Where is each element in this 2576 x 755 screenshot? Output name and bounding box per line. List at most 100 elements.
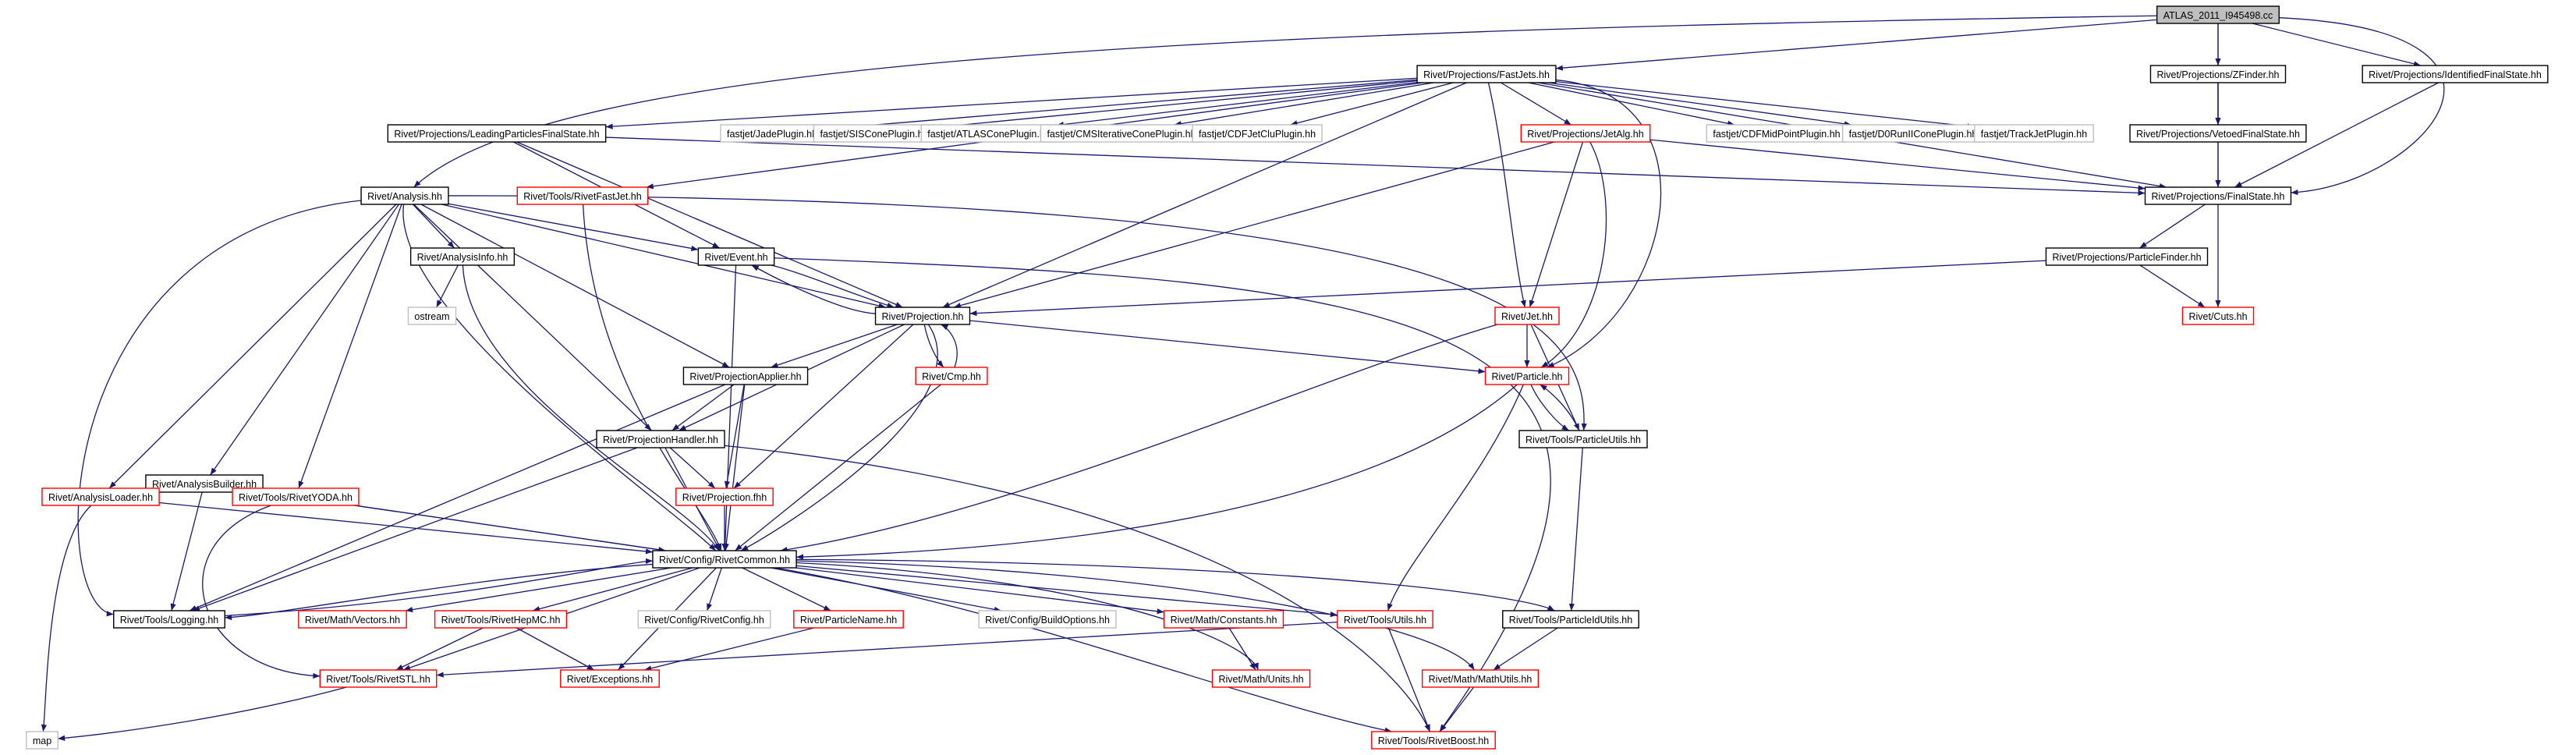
- edge-rivetcommon-to-rivetconfig: [707, 567, 722, 611]
- node-vetoedfs[interactable]: Rivet/Projections/VetoedFinalState.hh: [2129, 124, 2307, 143]
- node-buildopts[interactable]: Rivet/Config/BuildOptions.hh: [978, 610, 1117, 629]
- node-label: Rivet/Exceptions.hh: [567, 674, 654, 685]
- node-label: Rivet/ProjectionHandler.hh: [603, 434, 718, 445]
- node-label: Rivet/Jet.hh: [1501, 311, 1553, 322]
- node-cmp[interactable]: Rivet/Cmp.hh: [915, 367, 988, 385]
- node-box: [2181, 307, 2255, 325]
- node-logging[interactable]: Rivet/Tools/Logging.hh: [113, 610, 225, 629]
- node-box: [1421, 669, 1540, 688]
- node-fastjets[interactable]: Rivet/Projections/FastJets.hh: [1416, 65, 1557, 83]
- edge-analysis-to-anabuilder: [210, 204, 399, 476]
- node-jet[interactable]: Rivet/Jet.hh: [1494, 307, 1560, 325]
- node-label: Rivet/Projections/FinalState.hh: [2152, 191, 2285, 202]
- node-d0run2[interactable]: fastjet/D0RunIIConePlugin.hh: [1841, 124, 1985, 143]
- edge-partfinder-to-cuts: [2139, 264, 2206, 308]
- edge-projection-to-cmp: [923, 324, 944, 368]
- node-rivetstl[interactable]: Rivet/Tools/RivetSTL.hh: [319, 669, 438, 688]
- node-partfinder[interactable]: Rivet/Projections/ParticleFinder.hh: [2045, 247, 2209, 266]
- node-label: Rivet/AnalysisLoader.hh: [48, 492, 153, 503]
- edge-fastjets-to-cdfmid: [1528, 82, 1735, 126]
- node-cdfjetclu[interactable]: fastjet/CDFJetCluPlugin.hh: [1192, 124, 1323, 143]
- node-rivetyoda[interactable]: Rivet/Tools/RivetYODA.hh: [232, 487, 360, 506]
- node-finalstate[interactable]: Rivet/Projections/FinalState.hh: [2144, 186, 2292, 205]
- node-projfhh[interactable]: Rivet/Projection.fhh: [675, 487, 774, 506]
- edge-fastjets-to-trackjet: [1555, 80, 1975, 129]
- node-box: [409, 247, 516, 266]
- node-jetalg[interactable]: Rivet/Projections/JetAlg.hh: [1520, 124, 1651, 143]
- node-exceptions[interactable]: Rivet/Exceptions.hh: [560, 669, 660, 688]
- node-atlascone[interactable]: fastjet/ATLASConePlugin.hh: [920, 124, 1058, 143]
- edge-rivetstl-to-map: [58, 686, 347, 741]
- node-box: [26, 731, 58, 750]
- node-jade[interactable]: fastjet/JadePlugin.hh: [720, 124, 824, 143]
- node-trackjet[interactable]: fastjet/TrackJetPlugin.hh: [1974, 124, 2094, 143]
- node-particle[interactable]: Rivet/Particle.hh: [1484, 367, 1570, 385]
- node-label: Rivet/Math/Vectors.hh: [305, 615, 400, 626]
- node-box: [1518, 430, 1648, 448]
- node-box: [675, 487, 774, 506]
- node-box: [915, 367, 988, 385]
- node-partutils[interactable]: Rivet/Tools/ParticleUtils.hh: [1518, 430, 1648, 448]
- node-analysis[interactable]: Rivet/Analysis.hh: [360, 186, 449, 205]
- edge-analoader-to-rivetcommon: [158, 502, 654, 555]
- edge-fastjets-to-d0run2: [1548, 82, 1851, 127]
- edge-fastjets-to-siscone: [934, 80, 1418, 130]
- node-event[interactable]: Rivet/Event.hh: [697, 247, 775, 266]
- node-map[interactable]: map: [26, 731, 58, 750]
- node-ostream[interactable]: ostream: [407, 307, 457, 325]
- node-rivetfastjet[interactable]: Rivet/Tools/RivetFastJet.hh: [516, 186, 649, 205]
- edge-analysis-to-projhandler: [413, 204, 652, 431]
- node-rivetconfig[interactable]: Rivet/Config/RivetConfig.hh: [637, 610, 771, 629]
- node-cuts[interactable]: Rivet/Cuts.hh: [2181, 307, 2255, 325]
- edge-particle-to-partutils: [1530, 384, 1570, 431]
- node-analoader[interactable]: Rivet/AnalysisLoader.hh: [41, 487, 160, 506]
- edge-rivetcommon-to-partname: [742, 567, 831, 611]
- edge-event-to-projection: [771, 264, 895, 308]
- node-box: [387, 124, 607, 143]
- node-cmsit[interactable]: fastjet/CMSIterativeConePlugin.hh: [1040, 124, 1203, 143]
- node-partname[interactable]: Rivet/ParticleName.hh: [793, 610, 904, 629]
- edge-analoader-to-map: [41, 505, 92, 732]
- node-constants[interactable]: Rivet/Math/Constants.hh: [1163, 610, 1284, 629]
- edges-layer: [41, 15, 2445, 741]
- node-projection[interactable]: Rivet/Projection.hh: [874, 307, 971, 325]
- edge-particle-to-toolsutils: [1387, 384, 1524, 611]
- node-vectors[interactable]: Rivet/Math/Vectors.hh: [298, 610, 407, 629]
- node-box: [407, 307, 457, 325]
- node-identfs[interactable]: Rivet/Projections/IdentifiedFinalState.h…: [2362, 65, 2549, 83]
- node-analysisinfo[interactable]: Rivet/AnalysisInfo.hh: [409, 247, 516, 266]
- node-label: Rivet/Math/Constants.hh: [1171, 615, 1277, 626]
- node-label: Rivet/Math/Units.hh: [1218, 674, 1303, 685]
- node-cdfmid[interactable]: fastjet/CDFMidPointPlugin.hh: [1706, 124, 1848, 143]
- edge-fastjets-to-cdfjetclu: [1290, 82, 1454, 126]
- node-lpfs[interactable]: Rivet/Projections/LeadingParticlesFinalS…: [387, 124, 607, 143]
- node-mathutils[interactable]: Rivet/Math/MathUtils.hh: [1421, 669, 1540, 688]
- node-siscone[interactable]: fastjet/SISConePlugin.hh: [813, 124, 936, 143]
- node-zfinder[interactable]: Rivet/Projections/ZFinder.hh: [2149, 65, 2287, 83]
- edge-projection-to-projapplier: [771, 324, 898, 368]
- edge-projection-to-particle: [969, 320, 1486, 374]
- edge-lpfs-to-finalstate: [605, 136, 2145, 196]
- node-rivetboost[interactable]: Rivet/Tools/RivetBoost.hh: [1371, 731, 1496, 750]
- edge-particle-to-rivetcommon: [796, 384, 1518, 560]
- node-box: [793, 610, 904, 629]
- edge-analysisinfo-to-rivetcommon: [462, 264, 720, 551]
- node-projhandler[interactable]: Rivet/ProjectionHandler.hh: [596, 430, 725, 448]
- node-box: [560, 669, 660, 688]
- node-hepmc[interactable]: Rivet/Tools/RivetHepMC.hh: [434, 610, 568, 629]
- node-partidutils[interactable]: Rivet/Tools/ParticleIdUtils.hh: [1502, 610, 1639, 629]
- node-label: Rivet/Projection.hh: [882, 311, 964, 322]
- node-projapplier[interactable]: Rivet/ProjectionApplier.hh: [682, 367, 809, 385]
- node-box: [1502, 610, 1639, 629]
- node-box: [516, 186, 649, 205]
- node-toolsutils[interactable]: Rivet/Tools/Utils.hh: [1337, 610, 1433, 629]
- edge-jetalg-to-finalstate: [1649, 139, 2145, 191]
- node-box: [874, 307, 971, 325]
- node-root[interactable]: ATLAS_2011_I945498.cc: [2156, 5, 2280, 24]
- node-label: ostream: [414, 311, 449, 322]
- edge-toolsutils-to-rivetstl: [436, 621, 1338, 678]
- edge-analysis-to-projapplier: [420, 204, 730, 368]
- node-rivetcommon[interactable]: Rivet/Config/RivetCommon.hh: [652, 550, 797, 569]
- node-units[interactable]: Rivet/Math/Units.hh: [1211, 669, 1311, 688]
- node-box: [978, 610, 1117, 629]
